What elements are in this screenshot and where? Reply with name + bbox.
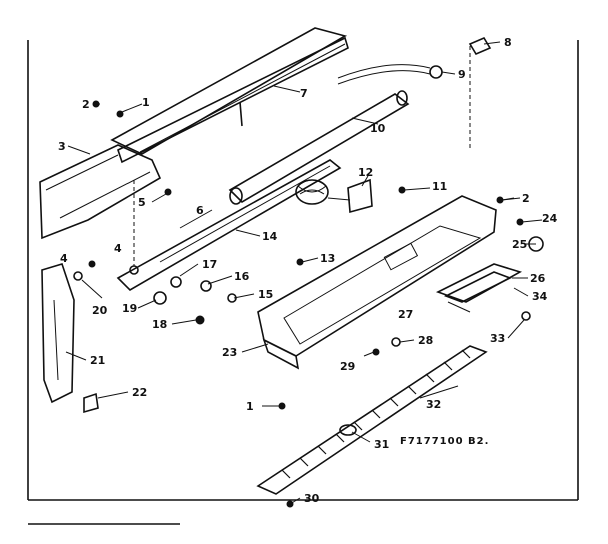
label-part-24: 24 [542, 212, 558, 225]
label-part-12: 12 [358, 166, 373, 179]
label-part-22: 22 [132, 386, 147, 399]
label-part-2: 2 [522, 192, 530, 205]
label-part-21: 21 [90, 354, 105, 367]
label-part-11: 11 [432, 180, 447, 193]
label-part-10: 10 [370, 122, 386, 135]
label-part-19: 19 [122, 302, 137, 315]
label-part-26: 26 [530, 272, 546, 285]
label-part-5: 5 [138, 196, 146, 209]
label-part-6: 6 [196, 204, 204, 217]
label-part-23: 23 [222, 346, 237, 359]
timer-mechanism [295, 178, 373, 214]
grille-hatching [281, 349, 471, 479]
label-part-34: 34 [532, 290, 548, 303]
label-part-4: 4 [114, 242, 122, 255]
label-part-33: 33 [490, 332, 505, 345]
label-part-9: 9 [458, 68, 466, 81]
label-part-1: 1 [142, 96, 150, 109]
label-part-3: 3 [58, 140, 66, 153]
hardware-fasteners [73, 100, 531, 508]
label-part-29: 29 [340, 360, 355, 373]
frame-lines [27, 40, 579, 525]
tube-assembly [228, 64, 431, 205]
grille-strip [256, 345, 488, 495]
label-part-8: 8 [504, 36, 512, 49]
label-part-7: 7 [300, 87, 308, 100]
label-part-28: 28 [418, 334, 433, 347]
label-part-30: 30 [304, 492, 320, 505]
back-panel [39, 144, 162, 240]
label-part-2: 2 [82, 98, 90, 111]
part-labels: 2 1 3 7 8 9 10 12 11 2 5 6 14 24 25 4 4 … [58, 36, 558, 505]
label-part-18: 18 [152, 318, 167, 331]
label-part-27: 27 [398, 308, 413, 321]
label-part-15: 15 [258, 288, 273, 301]
label-part-20: 20 [92, 304, 108, 317]
label-part-25: 25 [512, 238, 527, 251]
leader-lines [65, 41, 543, 505]
small-fittings [429, 36, 492, 150]
top-trim [110, 27, 349, 164]
label-part-1: 1 [246, 400, 254, 413]
label-part-4: 4 [60, 252, 68, 265]
side-bracket [41, 263, 99, 414]
label-part-16: 16 [234, 270, 250, 283]
support-bracket [116, 159, 342, 292]
control-panel [257, 195, 497, 370]
label-part-14: 14 [262, 230, 278, 243]
label-part-31: 31 [374, 438, 389, 451]
label-part-13: 13 [320, 252, 335, 265]
drawing-code: F7177100 B2. [400, 436, 489, 447]
label-part-32: 32 [426, 398, 441, 411]
label-part-17: 17 [202, 258, 217, 271]
